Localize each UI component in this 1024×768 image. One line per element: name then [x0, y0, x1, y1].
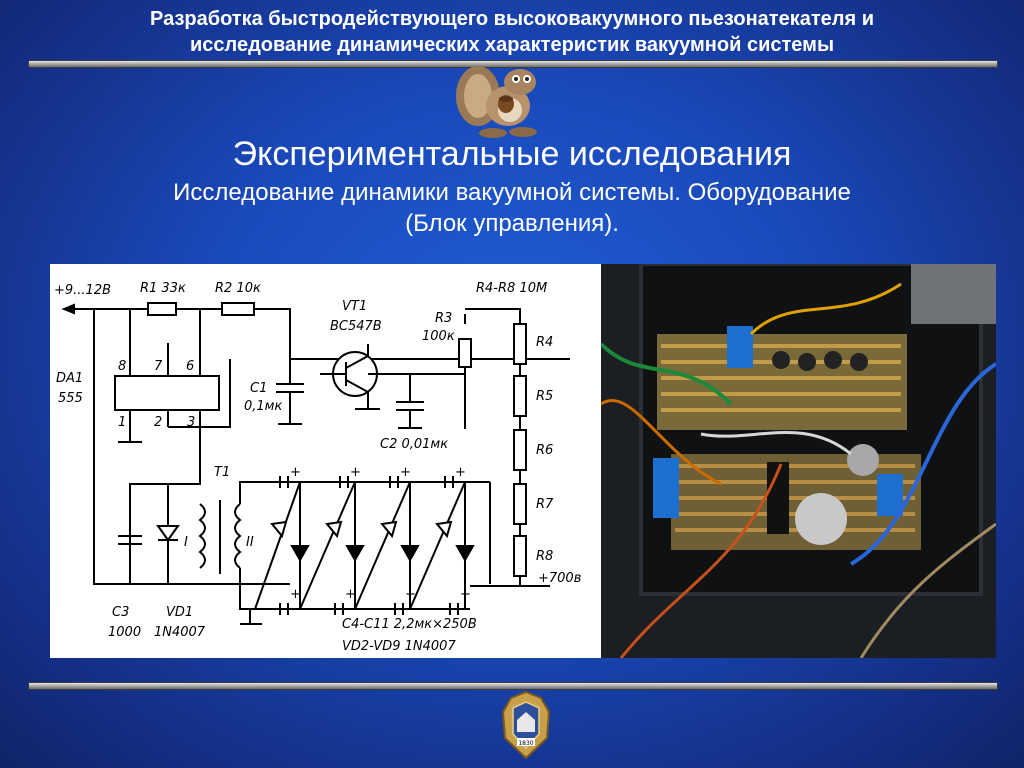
slide-subtitle-line2: (Блок управления). [405, 210, 619, 237]
r4-label: R4 [536, 335, 553, 350]
da1-label: DA1 [56, 371, 83, 386]
r8-resistor [513, 535, 527, 577]
pin3-label: 3 [187, 415, 195, 430]
voltage-multiplier [254, 476, 475, 615]
winding-ii-label: II [246, 535, 254, 550]
r3-value-label: 100к [422, 329, 455, 344]
slide-title: Экспериментальные исследования [232, 135, 792, 173]
cap-plus-label: + [290, 465, 301, 480]
r6-label: R6 [536, 443, 553, 458]
r8-label: R8 [536, 549, 553, 564]
r4-r8-label: R4-R8 10М [476, 281, 547, 296]
c4-c11-label: C4-C11 2,2мк×250В [342, 617, 477, 632]
pin2-label: 2 [154, 415, 162, 430]
cap-plus-label: + [455, 465, 466, 480]
header-title-line2: исследование динамических характеристик … [189, 34, 835, 56]
r3-resistor [458, 338, 472, 368]
pin7-label: 7 [154, 359, 163, 374]
header-title: Разработка быстродействующего высоковаку… [0, 6, 1024, 58]
t1-secondary-winding [234, 503, 242, 569]
c2-label: C2 0,01мк [380, 437, 448, 452]
cap-plus-label: + [460, 587, 471, 602]
cap-plus-label: + [350, 465, 361, 480]
r2-resistor [221, 302, 255, 316]
crest-year: 1830 [518, 740, 533, 747]
c3-label: C3 [112, 605, 129, 620]
header-title-line1: Разработка быстродействующего высоковаку… [150, 8, 874, 30]
r5-resistor [513, 375, 527, 417]
r7-resistor [513, 483, 527, 525]
pin1-label: 1 [118, 415, 126, 430]
cap-plus-label: + [400, 465, 411, 480]
control-unit-photo [601, 264, 996, 658]
bottom-divider [28, 682, 998, 690]
vt1-label: VT1 [342, 299, 367, 314]
circuit-schematic-drawing: +9...12В R1 33к R2 10к VT1 BC547B R3 100… [54, 281, 581, 654]
vd1-label: VD1 [166, 605, 193, 620]
r5-label: R5 [536, 389, 553, 404]
supply-wire [64, 308, 570, 360]
da1-model-label: 555 [58, 391, 83, 406]
r6-resistor [513, 429, 527, 471]
c1-label: C1 [250, 381, 267, 396]
supply-label: +9...12В [54, 283, 111, 298]
cap-plus-label: + [405, 587, 416, 602]
c3-value-label: 1000 [108, 625, 141, 640]
pin8-label: 8 [118, 359, 126, 374]
r2-label: R2 10к [215, 281, 261, 296]
t1-primary-winding [198, 503, 206, 569]
output-voltage-label: +700в [538, 571, 581, 586]
squirrel-mascot-image [456, 66, 537, 138]
control-unit-photo-image [601, 264, 996, 658]
slide-subtitle-line1: Исследование динамики вакуумной системы.… [173, 179, 851, 206]
t1-label: T1 [214, 465, 230, 480]
supply-arrow-icon [61, 303, 75, 315]
university-crest-logo: 1830 [501, 690, 551, 760]
r4-resistor [513, 323, 527, 365]
r1-label: R1 33к [140, 281, 186, 296]
vd1-model-label: 1N4007 [154, 625, 206, 640]
pin6-label: 6 [186, 359, 194, 374]
circuit-schematic: +9...12В R1 33к R2 10к VT1 BC547B R3 100… [50, 264, 601, 658]
cap-plus-label: + [290, 587, 301, 602]
vd1-diode [156, 525, 180, 542]
r3-label: R3 [435, 311, 452, 326]
c1-value-label: 0,1мк [244, 399, 282, 414]
top-divider [28, 60, 998, 68]
slide-subtitle: Исследование динамики вакуумной системы.… [0, 177, 1024, 239]
vt1-model-label: BC547B [330, 319, 382, 334]
vd2-vd9-label: VD2-VD9 1N4007 [342, 639, 456, 654]
r7-label: R7 [536, 497, 554, 512]
cap-plus-label: + [345, 587, 356, 602]
winding-i-label: I [184, 535, 188, 550]
r1-resistor [147, 302, 177, 316]
da1-timer-chip [114, 375, 220, 411]
